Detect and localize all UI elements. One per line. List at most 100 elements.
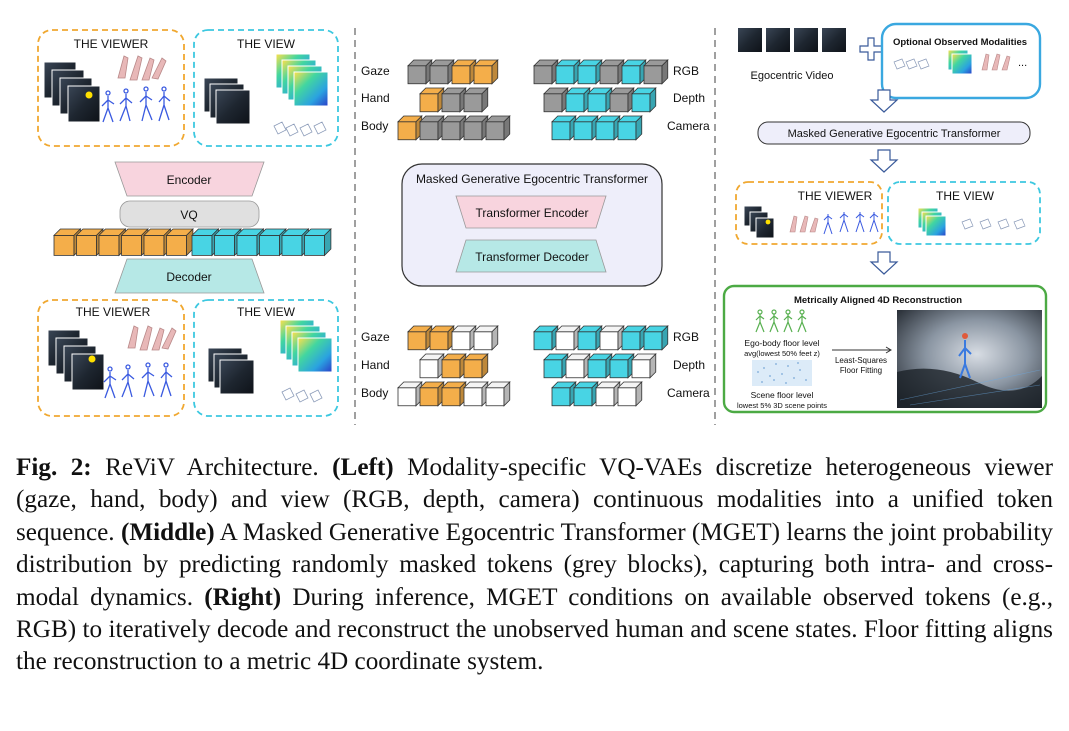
token-cube xyxy=(543,353,569,379)
token-cube xyxy=(555,59,581,85)
optional-modalities-label: Optional Observed Modalities xyxy=(893,37,1027,48)
right-arrow-icon xyxy=(832,346,892,354)
token-cube xyxy=(595,115,621,141)
token-cube xyxy=(419,87,445,113)
caption-middle-text: A Masked Generative Egocentric Transform… xyxy=(16,518,1053,611)
token-cube xyxy=(485,381,511,407)
right-view-thumbnails xyxy=(917,207,1026,237)
top-viewer-label: THE VIEWER xyxy=(74,37,149,51)
top-view-label: THE VIEW xyxy=(237,37,296,51)
bottom-camera-frustum-icon xyxy=(281,387,323,403)
body-pose-icon xyxy=(101,86,171,123)
token-cube xyxy=(631,353,657,379)
token-cube xyxy=(485,115,511,141)
token-cube xyxy=(533,59,559,85)
decoder-shape xyxy=(114,258,265,294)
caption-right-tag: (Right) xyxy=(204,583,282,611)
scene-floor-label: Scene floor level xyxy=(751,390,814,400)
token-cube xyxy=(565,87,591,113)
token-cube xyxy=(609,353,635,379)
lsq-label-1: Least-Squares xyxy=(835,356,887,365)
scene-floor-sublabel: lowest 5% 3D scene points xyxy=(737,401,827,410)
token-cube xyxy=(419,115,445,141)
down-arrow-icon-2 xyxy=(869,149,899,173)
token-cube xyxy=(441,381,467,407)
lsq-label-2: Floor Fitting xyxy=(840,366,882,375)
token-cube xyxy=(463,353,489,379)
transformer-encoder-label: Transformer Encoder xyxy=(476,206,589,220)
masked-token-rows-top xyxy=(397,59,669,141)
token-cube xyxy=(577,325,603,351)
token-cube xyxy=(303,228,332,257)
token-cube xyxy=(473,59,499,85)
camera-label-top: Camera xyxy=(667,119,710,133)
predicted-token-rows-bottom xyxy=(397,325,669,407)
token-cube xyxy=(573,115,599,141)
token-cube xyxy=(551,381,577,407)
token-cube xyxy=(419,353,445,379)
bottom-hand-pose-icon xyxy=(127,325,177,351)
token-cube xyxy=(429,325,455,351)
token-cube xyxy=(595,381,621,407)
encoder-shape xyxy=(114,161,265,197)
bottom-viewer-frames-stack xyxy=(47,329,105,391)
middle-panel: Gaze Hand Body RGB Depth Camera Masked G… xyxy=(361,59,710,407)
egocentric-video-thumbnails xyxy=(738,28,846,52)
encoder-label: Encoder xyxy=(167,173,212,187)
token-cube xyxy=(429,59,455,85)
token-cube xyxy=(621,59,647,85)
optional-modalities-icons xyxy=(893,49,1011,75)
token-cube xyxy=(463,115,489,141)
top-viewer-box xyxy=(37,29,185,147)
token-cube xyxy=(451,325,477,351)
token-cube xyxy=(587,353,613,379)
depth-label-bottom: Depth xyxy=(673,358,705,372)
token-cube xyxy=(397,381,423,407)
token-cube xyxy=(451,59,477,85)
rgb-label-bottom: RGB xyxy=(673,330,699,344)
bottom-gaze-dot-icon xyxy=(88,355,96,363)
architecture-figure: THE VIEWER THE VIEW xyxy=(37,22,1048,425)
token-cube xyxy=(551,115,577,141)
viewer-frames-stack xyxy=(43,61,101,123)
gaze-label-bottom: Gaze xyxy=(361,330,390,344)
hand-pose-icon xyxy=(117,55,167,81)
token-cube xyxy=(441,353,467,379)
camera-label-bottom: Camera xyxy=(667,386,710,400)
scene-points-icon xyxy=(752,360,812,386)
depth-maps-stack xyxy=(275,53,329,107)
right-viewer-box xyxy=(735,181,883,245)
token-cube xyxy=(543,87,569,113)
transformer-decoder-label: Transformer Decoder xyxy=(475,250,589,264)
token-cube xyxy=(419,381,445,407)
bottom-viewer-box xyxy=(37,299,185,417)
transformer-encoder-shape xyxy=(455,195,607,229)
token-cube xyxy=(631,87,657,113)
token-cube xyxy=(617,115,643,141)
reconstruction-render xyxy=(897,310,1042,408)
right-viewer-thumbnails xyxy=(743,205,879,239)
figure-caption: Fig. 2: ReViV Architecture. (Left) Modal… xyxy=(16,452,1053,679)
token-cube xyxy=(165,228,194,257)
token-cube xyxy=(609,87,635,113)
optional-modalities-ellipsis: ... xyxy=(1018,57,1027,69)
down-arrow-icon-3 xyxy=(869,251,899,275)
plus-icon xyxy=(859,37,883,61)
vq-label: VQ xyxy=(180,208,197,222)
gaze-label-top: Gaze xyxy=(361,64,390,78)
token-cube xyxy=(473,325,499,351)
hand-label-top: Hand xyxy=(361,91,390,105)
ego-floor-label: Ego-body floor level xyxy=(744,338,819,348)
token-cube xyxy=(407,59,433,85)
token-cube xyxy=(599,59,625,85)
token-cube xyxy=(407,325,433,351)
down-arrow-icon-1 xyxy=(869,89,899,113)
token-cube xyxy=(643,325,669,351)
gaze-dot-icon xyxy=(85,91,93,99)
bottom-viewer-label: THE VIEWER xyxy=(76,305,151,319)
caption-left-tag: (Left) xyxy=(332,454,394,481)
right-mget-box xyxy=(757,121,1031,145)
ego-floor-sublabel: avg(lowest 50% feet z) xyxy=(744,349,820,358)
caption-right-text: During inference, MGET conditions on ava… xyxy=(16,583,1053,676)
egocentric-video-label: Egocentric Video xyxy=(751,70,834,82)
